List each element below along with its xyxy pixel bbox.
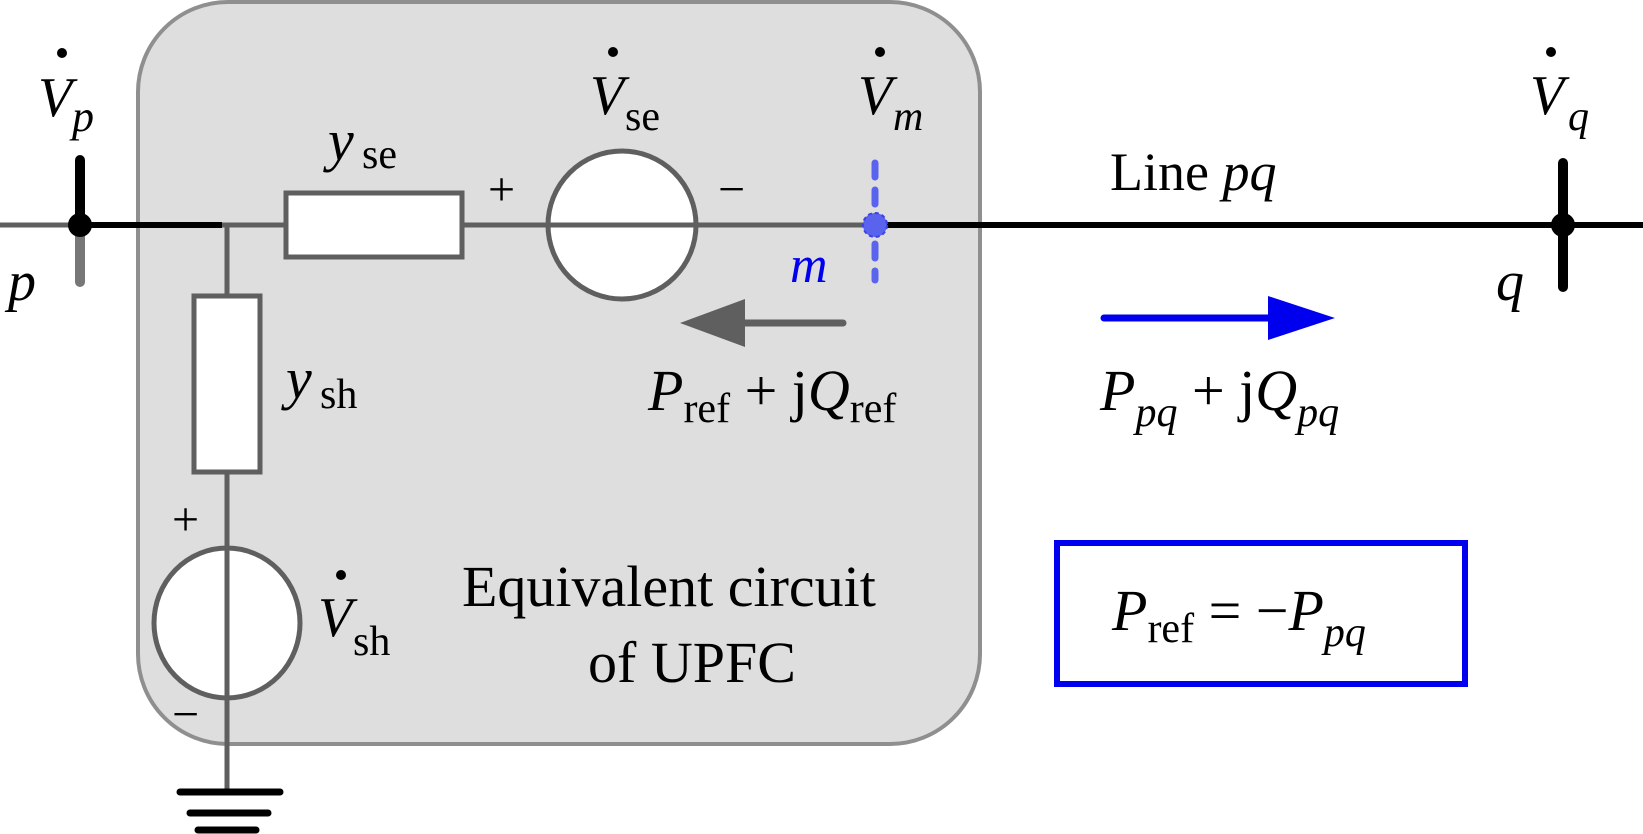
svg-text:V: V (318, 587, 358, 649)
equation-text: Pref = −Ppq (1111, 578, 1366, 656)
p-pq-arrow (1100, 296, 1335, 340)
label-p-pq-flow: Ppq + jQpq (1099, 358, 1339, 436)
upfc-box (136, 0, 982, 746)
label-p-ref-flow: Pref + jQref (647, 358, 896, 432)
svg-text:Ppq + jQpq: Ppq + jQpq (1099, 358, 1339, 436)
svg-text:V: V (858, 65, 898, 127)
svg-text:sh: sh (320, 372, 357, 418)
svg-text:Pref = −Ppq: Pref = −Ppq (1111, 578, 1366, 656)
svg-text:se: se (625, 94, 660, 140)
label-y-se: y se (323, 108, 397, 178)
v-se-minus: − (718, 163, 745, 216)
label-bus-q: q (1496, 251, 1524, 313)
svg-text:V: V (590, 65, 630, 127)
box-caption-line1: Equivalent circuit (462, 554, 876, 619)
label-line-pq: Line pq (1110, 142, 1276, 202)
y-se-impedance (283, 190, 465, 260)
label-node-m: m (790, 237, 828, 294)
box-caption-line2: of UPFC (588, 630, 796, 695)
label-v-se: V se (590, 47, 660, 140)
svg-text:Pref + jQref: Pref + jQref (647, 358, 896, 432)
p-ref-arrow (680, 299, 847, 347)
svg-text:Line pq: Line pq (1110, 142, 1276, 202)
svg-text:q: q (1568, 94, 1589, 140)
svg-text:V: V (1530, 65, 1570, 127)
label-v-m: V m (858, 47, 923, 140)
v-se-plus: + (488, 163, 515, 216)
bus-q-node (1551, 213, 1575, 237)
svg-text:V: V (38, 67, 78, 129)
v-sh-plus: + (172, 493, 199, 546)
svg-text:m: m (893, 94, 923, 140)
label-v-q: V q (1530, 47, 1589, 140)
y-sh-impedance (191, 293, 263, 475)
ground-icon (176, 788, 284, 834)
equation-box (1054, 540, 1468, 687)
svg-text:p: p (69, 92, 94, 141)
v-sh-minus: − (172, 688, 199, 741)
label-v-sh: V sh (318, 570, 390, 665)
label-y-sh: y sh (281, 346, 357, 418)
label-v-p: V p (38, 48, 94, 141)
svg-text:sh: sh (353, 619, 390, 665)
label-bus-p: p (4, 251, 36, 313)
bus-p-node (68, 213, 92, 237)
svg-text:se: se (362, 132, 397, 178)
svg-text:y: y (281, 346, 312, 411)
node-m-dot (862, 212, 888, 238)
svg-text:y: y (323, 108, 354, 173)
